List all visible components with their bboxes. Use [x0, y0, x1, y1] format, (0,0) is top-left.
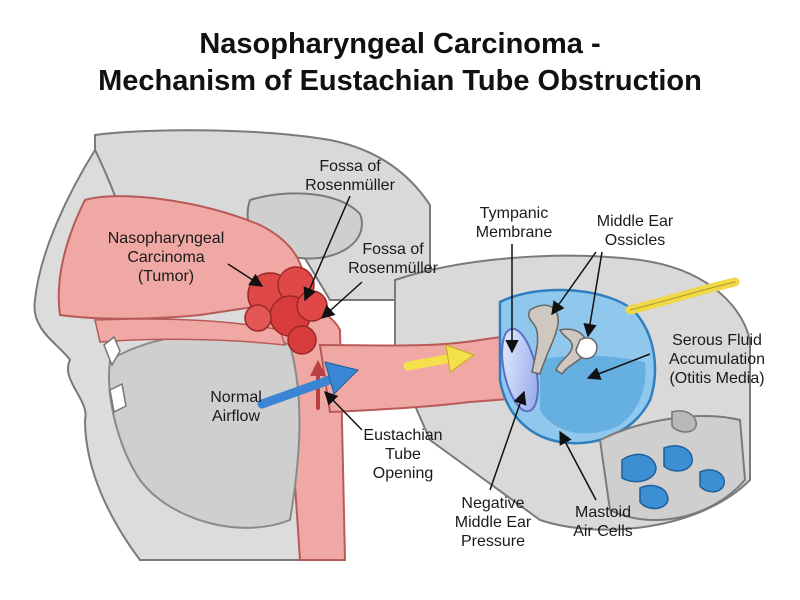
leader-carcinoma [227, 263, 264, 287]
tube-opening-arrowhead [310, 360, 326, 376]
leader-negative-pressure [489, 390, 527, 491]
leader-ossicles-b [583, 251, 603, 338]
leader-fossa-top [303, 195, 351, 302]
mastoid-air-cell [621, 453, 657, 483]
pressure-arrow [403, 353, 457, 371]
leader-mastoid [559, 430, 597, 501]
serous-fluid [540, 355, 646, 434]
pressure-arrowhead [445, 344, 476, 373]
lower-tooth [109, 382, 127, 414]
leader-ossicles-a [551, 251, 597, 316]
mastoid-air-cell [639, 484, 669, 510]
leader-serous [586, 353, 651, 380]
mastoid-air-cell [671, 410, 697, 433]
facial-nerve-outline [629, 281, 736, 311]
palate [94, 318, 287, 346]
upper-tooth [103, 335, 121, 367]
stapes [575, 337, 598, 360]
leader-eustachian-opening [324, 391, 363, 431]
mastoid-air-cell [699, 469, 725, 493]
airflow-arrow [257, 373, 340, 409]
title-line-1: Nasopharyngeal Carcinoma - [199, 28, 601, 60]
diagram-title: Nasopharyngeal Carcinoma - Mechanism of … [0, 26, 800, 100]
title-line-2: Mechanism of Eustachian Tube Obstruction [98, 65, 702, 97]
airflow-arrowhead [324, 361, 359, 395]
leader-fossa-side [320, 281, 363, 319]
mastoid-air-cell [663, 445, 693, 472]
